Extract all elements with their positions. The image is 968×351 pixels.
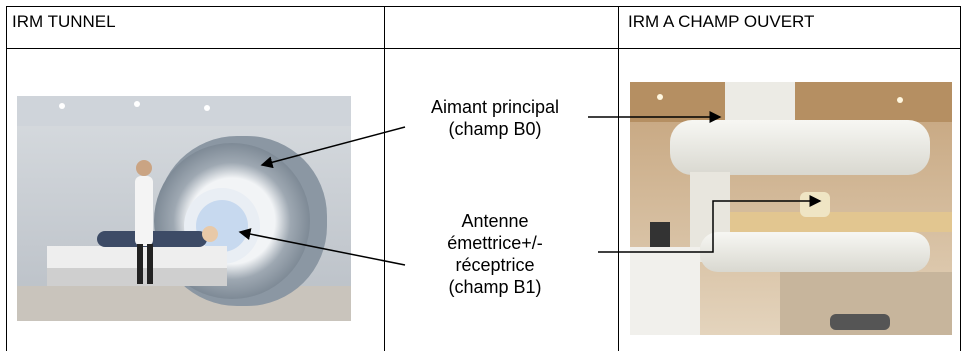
- antenna-label-line2: émettrice+/-: [447, 233, 543, 253]
- table-header-divider: [6, 48, 960, 49]
- header-irm-champ-ouvert: IRM A CHAMP OUVERT: [628, 12, 815, 31]
- table-border-top: [6, 6, 960, 7]
- main-magnet-label-line1: Aimant principal: [430, 97, 560, 117]
- table-col-divider-1: [384, 6, 385, 351]
- antenna-label-line4: (champ B1): [448, 277, 542, 297]
- header-irm-tunnel: IRM TUNNEL: [12, 12, 116, 31]
- open-mri-photo: [630, 82, 952, 335]
- antenna-label: Antenne émettrice+/- réceptrice (champ B…: [395, 210, 595, 298]
- main-magnet-label-line2: (champ B0): [448, 119, 542, 139]
- table-col-divider-2: [618, 6, 619, 351]
- antenna-label-line3: réceptrice: [455, 255, 535, 275]
- table-border-right: [960, 6, 961, 351]
- table-border-left: [6, 6, 7, 351]
- main-magnet-label: Aimant principal (champ B0): [395, 96, 595, 140]
- antenna-label-line1: Antenne: [461, 211, 529, 231]
- tunnel-mri-photo: [17, 96, 351, 321]
